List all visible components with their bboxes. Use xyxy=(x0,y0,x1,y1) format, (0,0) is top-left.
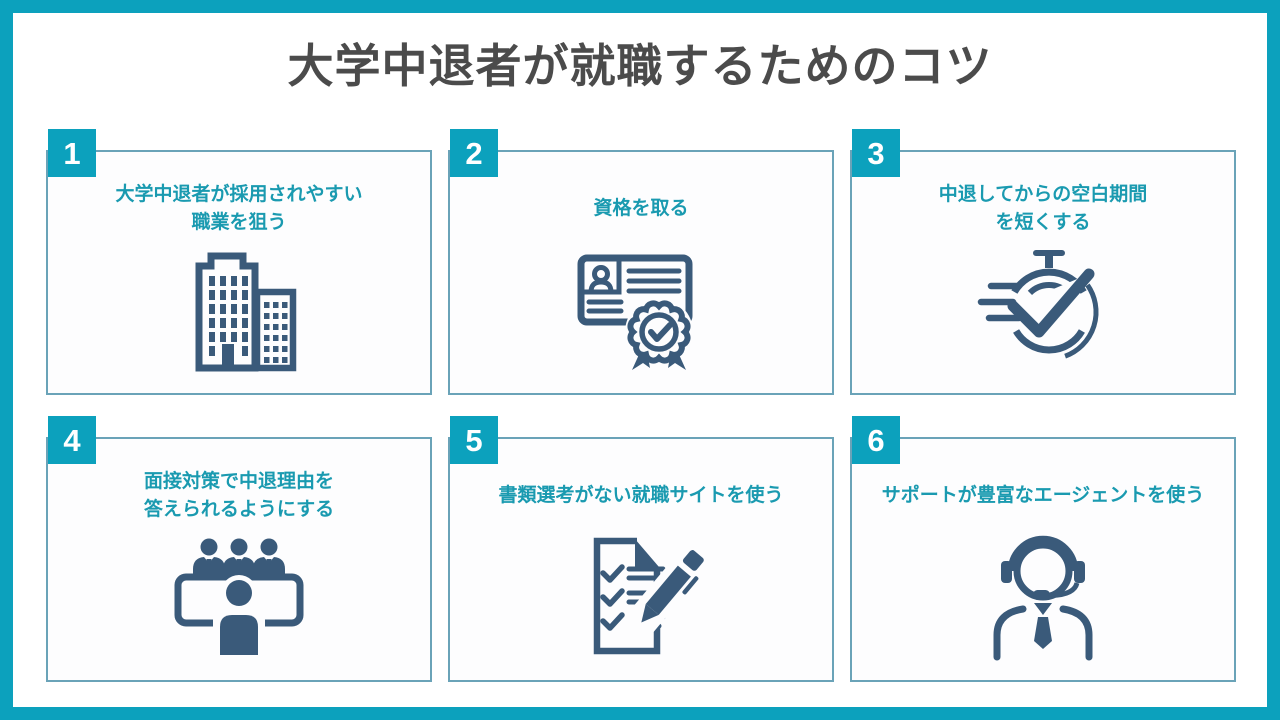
tip-icon-area xyxy=(450,529,832,675)
tip-icon-area xyxy=(852,529,1234,675)
certificate-icon xyxy=(577,254,693,370)
checklist-pen-icon xyxy=(593,529,711,655)
tip-card-1: 1 大学中退者が採用されやすい 職業を狙う xyxy=(46,129,432,395)
tip-card-4: 4 面接対策で中退理由を 答えられるようにする xyxy=(46,416,432,682)
tip-number-badge: 6 xyxy=(852,416,900,464)
page-title: 大学中退者が就職するためのコツ xyxy=(287,40,993,92)
tip-number-badge: 3 xyxy=(852,129,900,177)
tip-title: 大学中退者が採用されやすい 職業を狙う xyxy=(115,183,363,234)
tip-card-5: 5 書類選考がない就職サイトを使う xyxy=(448,416,834,682)
interview-panel-icon xyxy=(174,538,304,655)
tip-card-6: 6 サポートが豊富なエージェントを使う xyxy=(850,416,1236,682)
office-building-icon xyxy=(195,252,297,372)
tip-card-2: 2 資格を取る xyxy=(448,129,834,395)
tip-card-3: 3 中退してからの空白期間 を短くする xyxy=(850,129,1236,395)
stopwatch-check-icon xyxy=(977,250,1099,359)
tip-number-badge: 1 xyxy=(48,129,96,177)
tip-title: 書類選考がない就職サイトを使う xyxy=(498,484,784,506)
tip-icon-area xyxy=(48,242,430,388)
support-agent-icon xyxy=(993,535,1093,661)
tip-title: サポートが豊富なエージェントを使う xyxy=(881,484,1205,506)
tip-title: 中退してからの空白期間 を短くする xyxy=(938,183,1148,234)
tip-title: 資格を取る xyxy=(593,197,689,219)
tip-icon-area xyxy=(48,529,430,675)
tip-icon-area xyxy=(450,242,832,388)
tip-icon-area xyxy=(852,242,1234,388)
tip-title: 面接対策で中退理由を 答えられるようにする xyxy=(143,470,335,521)
tip-number-badge: 4 xyxy=(48,416,96,464)
tips-grid: 1 大学中退者が採用されやすい 職業を狙う xyxy=(46,129,1236,682)
tip-number-badge: 5 xyxy=(450,416,498,464)
tip-number-badge: 2 xyxy=(450,129,498,177)
